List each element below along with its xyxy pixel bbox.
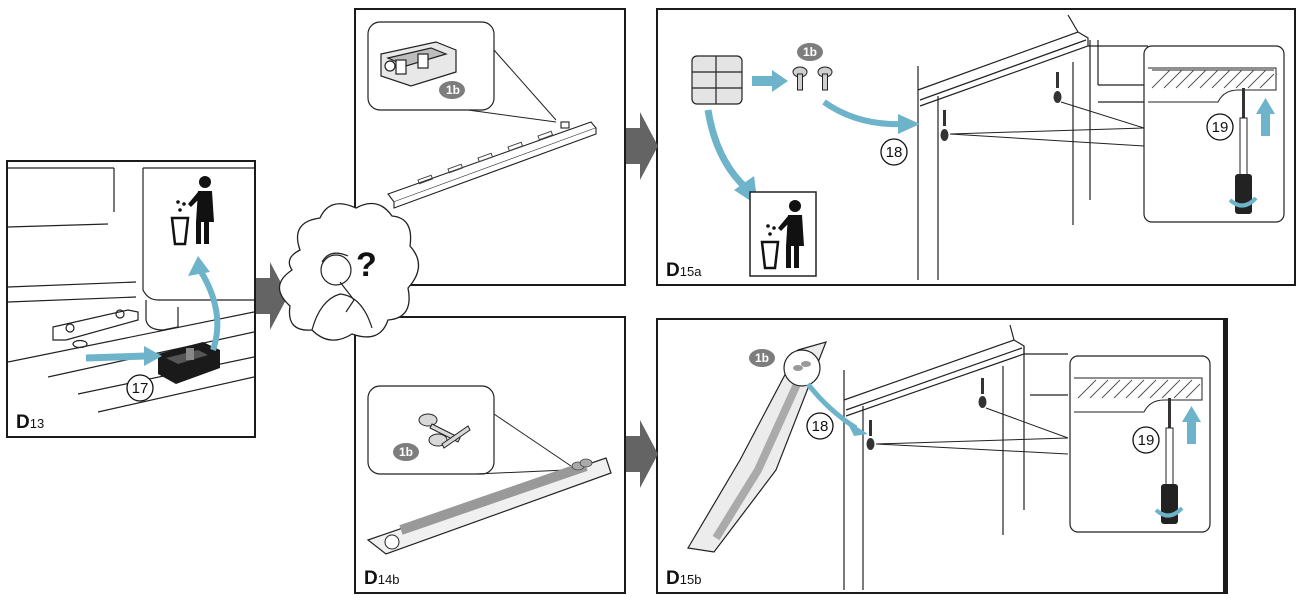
trash-person-icon: [170, 176, 214, 246]
d14a-illustration: [367, 21, 597, 209]
callout-circle: [1132, 426, 1160, 454]
anchor-bracket-icon: [380, 41, 457, 87]
label-letter: D: [364, 568, 378, 589]
callout-circle: [806, 412, 834, 440]
screw-icon: [418, 413, 471, 449]
d13-illustration: [8, 167, 254, 413]
callout-19: 19: [1211, 119, 1229, 136]
panel-d15b: 1b 18 19 D15b: [656, 318, 1228, 594]
panel-label-d13: D13: [16, 413, 44, 432]
panel-label-d15b: D15b: [666, 569, 701, 588]
callout-circle: [126, 374, 154, 402]
callout-17: 17: [131, 380, 149, 397]
callout-18: 18: [811, 418, 829, 435]
screw-icon: [940, 72, 1062, 141]
anchor-bracket-icon: [691, 55, 743, 105]
d15a-illustration: [691, 14, 1285, 280]
question-mark: ?: [356, 246, 377, 284]
badge-1b: 1b: [802, 45, 817, 59]
panel-d15a: 1b 18 19 D15a: [656, 8, 1296, 286]
label-letter: D: [666, 568, 680, 589]
screw-icon: [866, 378, 987, 450]
panel-d13: 17 D13: [6, 160, 256, 438]
label-sub: 15b: [679, 572, 702, 587]
label-sub: 15a: [679, 264, 702, 279]
d14b-illustration: [366, 385, 612, 555]
callout-circle: [1206, 113, 1234, 141]
screw-icon: [792, 66, 833, 91]
anchor-bracket-icon: [158, 342, 220, 384]
label-letter: D: [16, 412, 30, 433]
d15b-illustration: [687, 324, 1211, 590]
callout-19: 19: [1137, 432, 1155, 449]
badge-1b: 1b: [445, 83, 460, 97]
badge-1b: 1b: [754, 351, 769, 365]
trash-person-icon: [760, 200, 804, 270]
callout-circle: [880, 138, 908, 166]
arrow-right-icon: [626, 420, 658, 488]
panel-d14b: 1b D14b: [354, 316, 626, 594]
arrow-right-icon: [256, 262, 288, 330]
callout-18: 18: [885, 144, 903, 161]
label-letter: D: [666, 260, 680, 281]
label-sub: 14b: [377, 572, 400, 587]
panel-label-d14b: D14b: [364, 569, 399, 588]
label-sub: 14a: [377, 264, 400, 279]
label-sub: 13: [29, 416, 45, 431]
panel-d14a: 1b D14a: [354, 8, 626, 286]
badge-1b: 1b: [398, 445, 413, 459]
panel-label-d15a: D15a: [666, 261, 701, 280]
arrow-right-icon: [626, 112, 658, 180]
